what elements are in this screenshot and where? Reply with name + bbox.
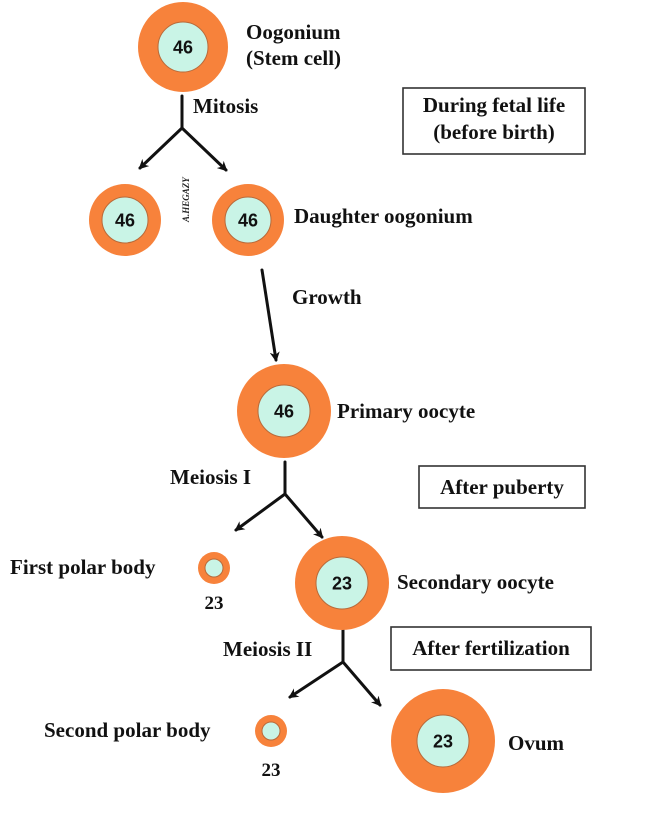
puberty-box: After puberty (418, 465, 586, 509)
ovum-label: Ovum (508, 731, 565, 755)
primary-oocyte-label: Primary oocyte (337, 399, 475, 423)
primary-oocyte-cell: 46 (237, 364, 331, 458)
meiosis1-arrow-left (234, 492, 287, 532)
oogonium-label-line1: Oogonium (246, 20, 341, 44)
secondary-oocyte-cell: 23 (295, 536, 389, 630)
secondary-oocyte-label: Secondary oocyte (397, 570, 554, 594)
daughter-oogonium-label: Daughter oogonium (294, 204, 473, 228)
fetal-life-line1: During fetal life (423, 93, 565, 117)
ovum-cell: 23 (391, 689, 495, 793)
daughter-oogonium-right-cell: 46 (212, 184, 284, 256)
oogonium-number: 46 (173, 38, 193, 58)
author-watermark: A.HEGAZY (181, 176, 191, 223)
oogonium-label-line2: (Stem cell) (246, 46, 341, 70)
fertilization-box: After fertilization (390, 626, 592, 671)
puberty-label: After puberty (440, 475, 564, 499)
first-polar-body-cell (198, 552, 230, 584)
daughter-oogonium-left-cell: 46 (89, 184, 161, 256)
fertilization-label: After fertilization (412, 636, 570, 660)
connectors (138, 94, 382, 707)
ovum-number: 23 (433, 732, 453, 752)
second-polar-body-label: Second polar body (44, 718, 211, 742)
daughter-right-number: 46 (238, 211, 258, 231)
growth-label: Growth (292, 285, 362, 309)
first-polar-body-number: 23 (205, 593, 224, 614)
mitosis-label: Mitosis (193, 94, 258, 118)
fetal-life-line2: (before birth) (433, 120, 555, 144)
oogonium-cell: 46 (138, 2, 228, 92)
first-polar-body-label: First polar body (10, 555, 156, 579)
secondary-oocyte-number: 23 (332, 574, 352, 594)
growth-arrow (260, 268, 280, 362)
mitosis-arrow-right (180, 126, 228, 172)
daughter-left-number: 46 (115, 211, 135, 231)
mitosis-arrow-left (138, 126, 184, 170)
primary-oocyte-number: 46 (274, 402, 294, 422)
second-polar-body-cell (255, 715, 287, 747)
meiosis2-arrow-right (341, 660, 382, 707)
meiosis-1-label: Meiosis I (170, 465, 251, 489)
second-polar-body-number: 23 (262, 760, 281, 781)
fetal-life-box: During fetal life (before birth) (402, 87, 586, 155)
meiosis2-arrow-left (288, 660, 345, 699)
meiosis-2-label: Meiosis II (223, 637, 312, 661)
meiosis1-arrow-right (283, 492, 324, 539)
